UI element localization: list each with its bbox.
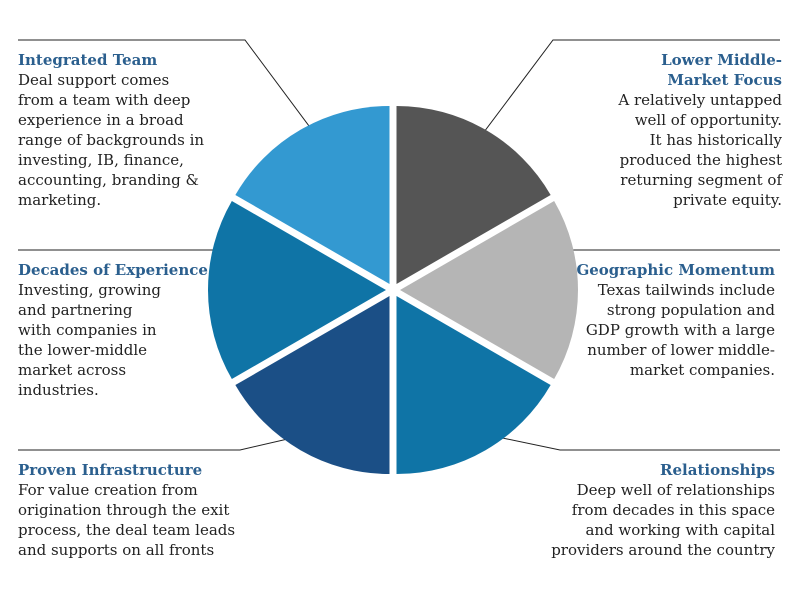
- block-lower-middle-market: Lower Middle- Market Focus A relatively …: [542, 50, 782, 210]
- block-proven-infrastructure: Proven Infrastructure For value creation…: [18, 460, 258, 560]
- block-title: Geographic Momentum: [576, 261, 775, 279]
- block-decades-of-experience: Decades of Experience Investing, growing…: [18, 260, 218, 400]
- block-integrated-team: Integrated Team Deal support comes from …: [18, 50, 228, 210]
- block-title: Proven Infrastructure: [18, 461, 203, 479]
- block-body: Deep well of relationships from decades …: [551, 481, 775, 559]
- block-body: A relatively untapped well of opportunit…: [618, 91, 782, 209]
- wedge-geographic: [400, 201, 578, 379]
- block-body: For value creation from origination thro…: [18, 481, 236, 559]
- leader-line-integrated: [18, 39, 313, 131]
- leader-line-lower-middle-market: [477, 39, 780, 141]
- wedge-proven: [235, 296, 390, 475]
- leader-lines: [18, 39, 780, 451]
- block-body: Investing, growing and partnering with c…: [18, 281, 161, 399]
- leader-line-relationships: [487, 434, 780, 451]
- block-title: Integrated Team: [18, 51, 158, 69]
- block-relationships: Relationships Deep well of relationships…: [525, 460, 775, 560]
- wedge-decades: [208, 201, 386, 379]
- block-title: Relationships: [660, 461, 775, 479]
- wedge-relationships: [396, 296, 551, 475]
- block-body: Texas tailwinds include strong populatio…: [585, 281, 775, 379]
- block-geographic-momentum: Geographic Momentum Texas tailwinds incl…: [545, 260, 775, 380]
- block-title: Lower Middle- Market Focus: [661, 51, 782, 89]
- leader-line-proven: [18, 434, 306, 451]
- block-body: Deal support comes from a team with deep…: [18, 71, 205, 209]
- wedge-integrated: [235, 105, 390, 284]
- block-title: Decades of Experience: [18, 261, 208, 279]
- pie-wedges: [208, 105, 578, 475]
- wedge-lower-middle-market: [396, 105, 551, 284]
